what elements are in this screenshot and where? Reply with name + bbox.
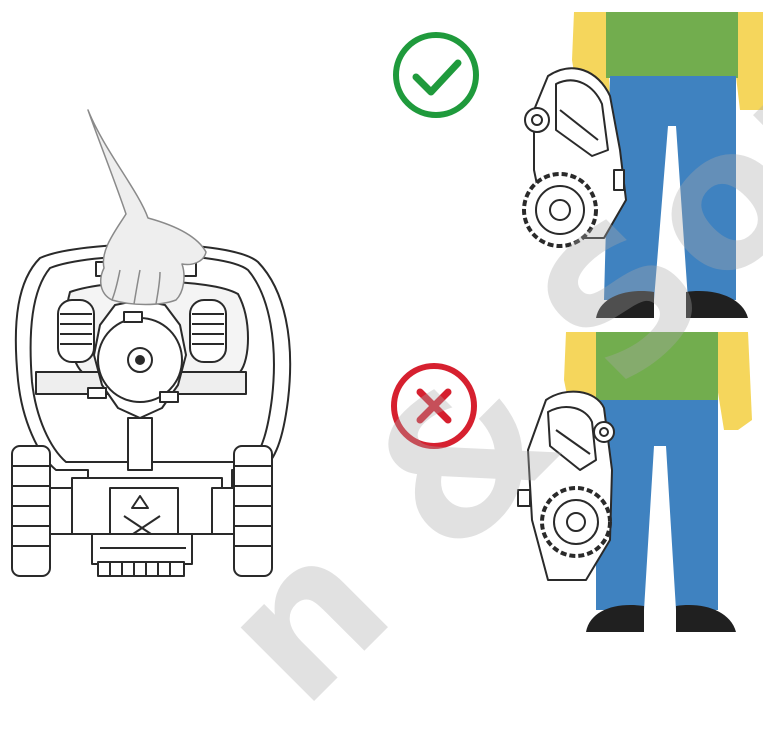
person-correct <box>524 12 763 318</box>
shirt <box>596 332 718 402</box>
right-shoe <box>686 291 748 318</box>
big-wheel <box>524 174 596 246</box>
rear-wheel-right <box>190 300 226 362</box>
big-wheel <box>542 488 610 556</box>
rear-wheel-left <box>58 300 94 362</box>
person-incorrect <box>518 332 752 632</box>
carrying-instructions-diagram: n & Son <box>0 0 763 632</box>
front-caster-assembly <box>72 478 222 576</box>
right-arm <box>716 332 752 430</box>
status-icon-correct <box>396 35 476 115</box>
mower-side-view-incorrect <box>518 392 614 580</box>
right-arm <box>734 12 763 110</box>
left-shoe <box>586 605 644 632</box>
right-shoe <box>676 605 736 632</box>
status-icon-incorrect <box>394 366 474 446</box>
shirt <box>606 12 738 78</box>
